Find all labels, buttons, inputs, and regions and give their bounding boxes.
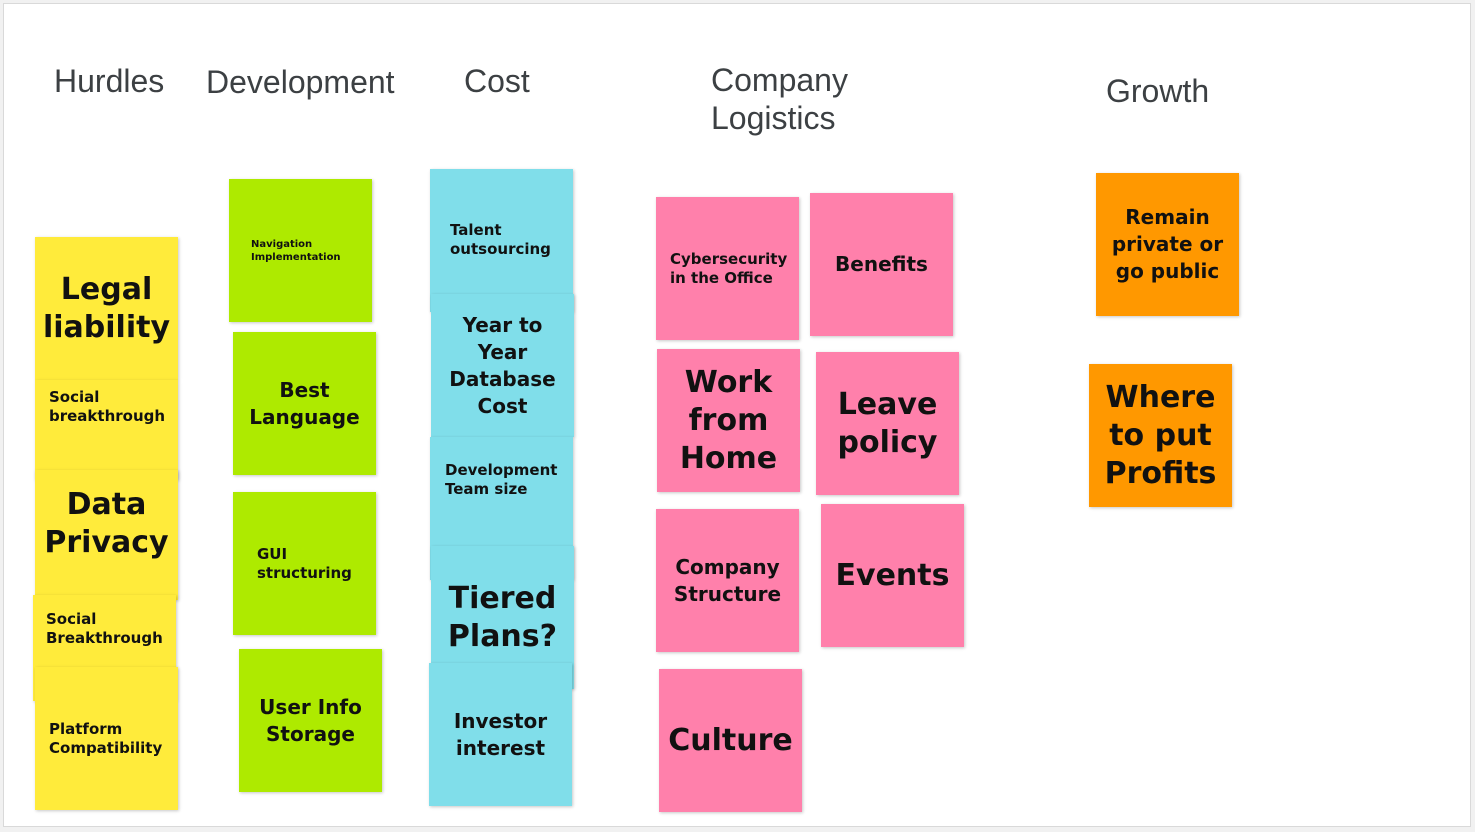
heading-development: Development — [206, 64, 395, 100]
heading-growth: Growth — [1106, 73, 1210, 109]
sticky-note-events[interactable]: Events — [821, 504, 964, 647]
sticky-note-culture[interactable]: Culture — [659, 669, 802, 812]
sticky-note-benefits[interactable]: Benefits — [810, 193, 953, 336]
heading-company-logistics: Company Logistics — [711, 62, 848, 136]
sticky-note-work-from-home[interactable]: Work from Home — [657, 349, 800, 492]
sticky-note-investor-interest[interactable]: Investor interest — [429, 663, 572, 806]
sticky-note-year-to-year-database-cost[interactable]: Year to Year Database Cost — [431, 294, 574, 437]
heading-hurdles: Hurdles — [54, 63, 165, 99]
heading-cost: Cost — [464, 63, 530, 99]
sticky-note-where-to-put-profits[interactable]: Where to put Profits — [1089, 364, 1232, 507]
sticky-note-user-info-storage[interactable]: User Info Storage — [239, 649, 382, 792]
sticky-note-social-breakthrough[interactable]: Social breakthrough — [35, 380, 178, 480]
sticky-note-cybersecurity-in-the-office[interactable]: Cybersecurity in the Office — [656, 197, 799, 340]
sticky-note-legal-liability[interactable]: Legal liability — [35, 237, 178, 380]
sticky-note-platform-compatibility[interactable]: Platform Compatibility — [35, 667, 178, 810]
sticky-note-company-structure[interactable]: Company Structure — [656, 509, 799, 652]
sticky-note-leave-policy[interactable]: Leave policy — [816, 352, 959, 495]
sticky-note-remain-private-or-go-public[interactable]: Remain private or go public — [1096, 173, 1239, 316]
sticky-note-talent-outsourcing[interactable]: Talent outsourcing — [430, 169, 573, 312]
sticky-note-navigation-implementation[interactable]: Navigation Implementation — [229, 179, 372, 322]
sticky-note-data-privacy[interactable]: Data Privacy — [35, 470, 178, 600]
sticky-note-gui-structuring[interactable]: GUI structuring — [233, 492, 376, 635]
sticky-note-best-language[interactable]: Best Language — [233, 332, 376, 475]
whiteboard-canvas: Hurdles Development Cost Company Logisti… — [3, 3, 1471, 827]
